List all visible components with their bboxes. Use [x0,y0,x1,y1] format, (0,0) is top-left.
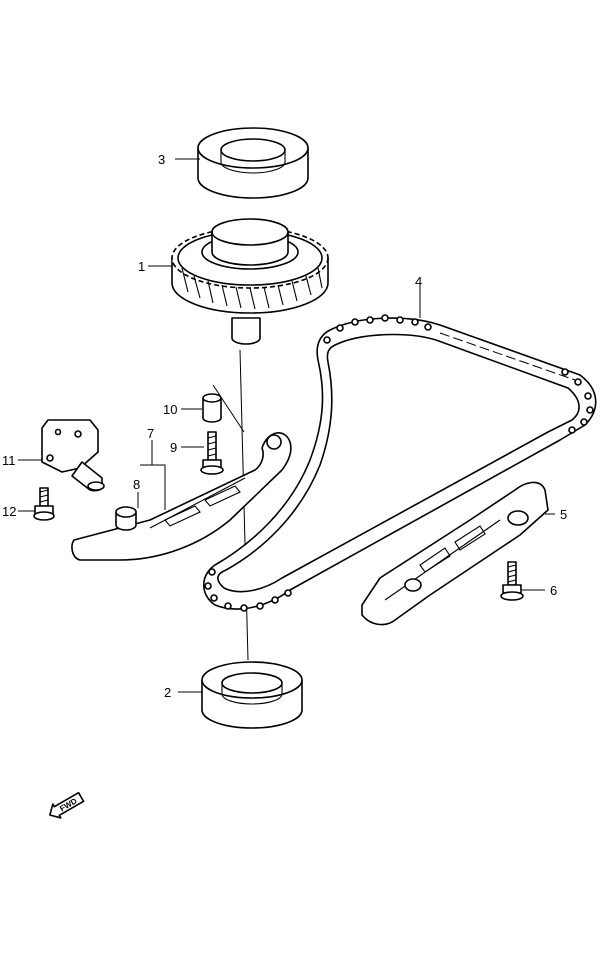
chain-tensioner [41,419,105,492]
guide-bolt [200,431,224,475]
fwd-direction-badge: FWD [49,791,85,819]
callout-leaders [18,158,555,693]
tensioner-bolt [33,487,55,521]
callout-7: 7 [147,426,154,441]
callout-1: 1 [138,259,145,274]
callout-2: 2 [164,685,171,700]
idler-gear [171,218,329,345]
callout-8: 8 [133,477,140,492]
guide-pin [115,506,137,531]
callout-4: 4 [415,274,422,289]
callout-3: 3 [158,152,165,167]
right-guide-bolt [500,561,524,601]
collar-sleeve [202,384,245,433]
callout-12: 12 [2,504,16,519]
callout-5: 5 [560,507,567,522]
upper-bearing [197,127,309,199]
callout-6: 6 [550,583,557,598]
callout-10: 10 [163,402,177,417]
lower-bearing [201,661,303,729]
callout-labels: 3 1 4 5 6 7 8 9 10 11 12 2 [2,152,567,700]
callout-9: 9 [170,440,177,455]
right-chain-guide [361,481,549,626]
callout-11: 11 [2,453,16,468]
timing-chain [202,314,597,612]
forward-arrow-icon [49,791,85,819]
